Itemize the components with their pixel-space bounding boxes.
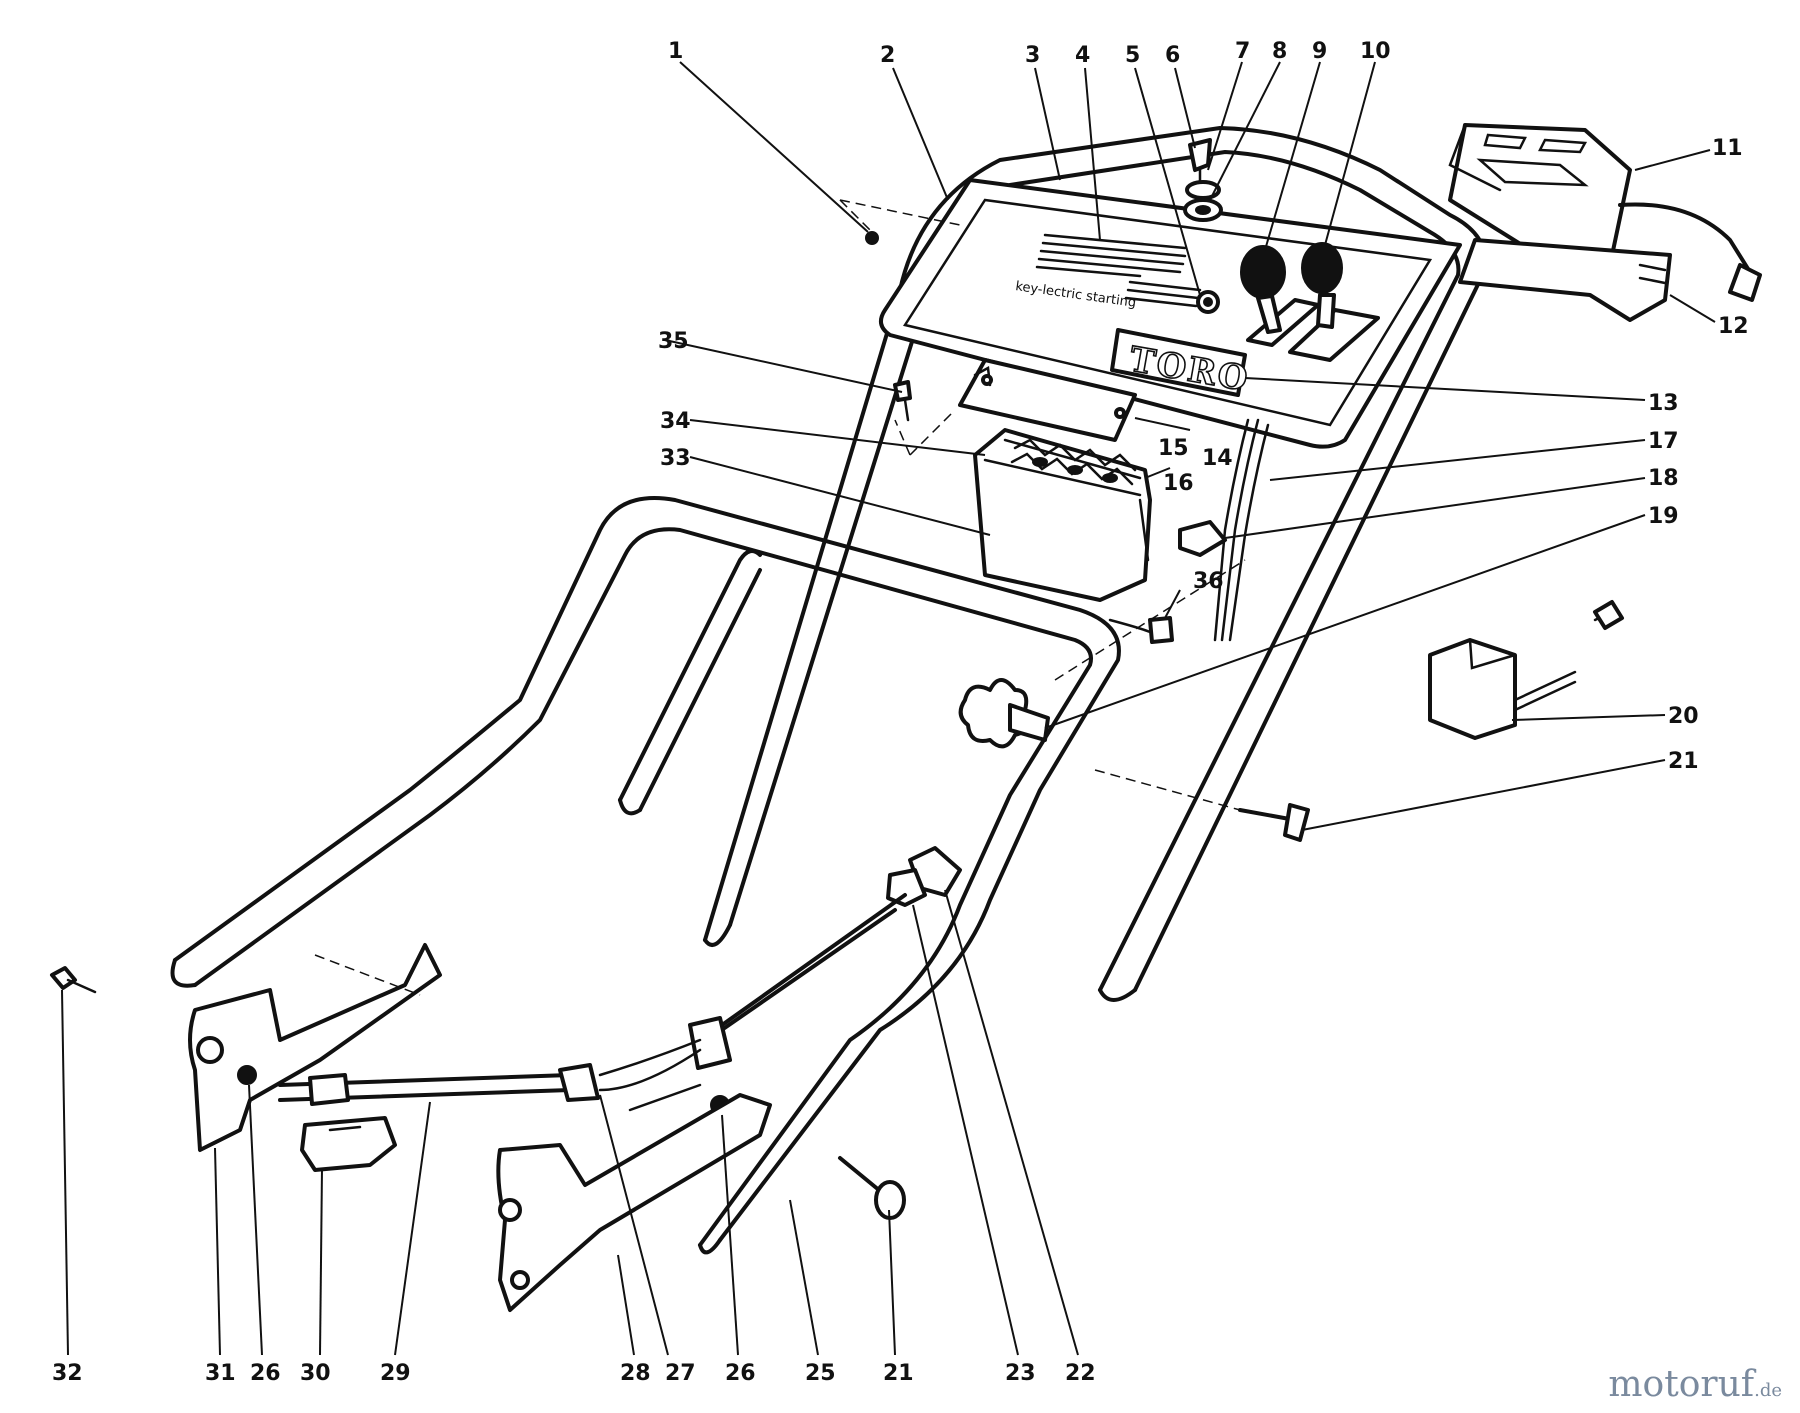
callout-15: 15 (1158, 436, 1189, 461)
lower-handle (170, 496, 1121, 1255)
wire-connector (1108, 616, 1174, 644)
charger-bracket (1458, 238, 1672, 322)
callout-10: 10 (1360, 39, 1391, 64)
cable-holder (300, 1116, 397, 1172)
callout-22: 22 (1065, 1361, 1096, 1386)
callout-23: 23 (1005, 1361, 1036, 1386)
callout-9: 9 (1312, 39, 1327, 64)
cable-clamp (886, 846, 962, 907)
cable-bundle (1213, 418, 1270, 642)
callout-1: 1 (668, 39, 683, 64)
battery (973, 428, 1152, 602)
carriage-bolt-upper (1238, 803, 1310, 842)
handle-knob (958, 678, 1050, 749)
watermark-text: motoruf (1608, 1364, 1755, 1405)
callout-25: 25 (805, 1361, 836, 1386)
callout-16: 16 (1163, 471, 1194, 496)
callout-29: 29 (380, 1361, 411, 1386)
assembly-lines (314, 199, 1246, 996)
callout-7: 7 (1235, 39, 1250, 64)
callout-35: 35 (658, 329, 689, 354)
callout-6: 6 (1165, 43, 1180, 68)
screw-1 (865, 231, 879, 245)
callout-3: 3 (1025, 43, 1040, 68)
control-panel: key-lectric starting TORO (879, 178, 1462, 449)
callout-4: 4 (1075, 43, 1090, 68)
lever-knob-left (1240, 245, 1286, 299)
callout-20: 20 (1668, 704, 1699, 729)
callout-33: 33 (660, 446, 691, 471)
callout-14: 14 (1202, 446, 1233, 471)
battery-holder (958, 358, 1137, 442)
callout-8: 8 (1272, 39, 1287, 64)
callout-31: 31 (205, 1361, 236, 1386)
watermark: motoruf.de (1608, 1364, 1782, 1405)
callout-12: 12 (1718, 314, 1749, 339)
callout-19: 19 (1648, 504, 1679, 529)
callout-26-right: 26 (725, 1361, 756, 1386)
screw-35 (893, 380, 912, 422)
callout-36: 36 (1193, 569, 1224, 594)
instruction-lines (1035, 233, 1202, 308)
lower-inner-tube (618, 549, 762, 816)
callout-28: 28 (620, 1361, 651, 1386)
callout-34: 34 (660, 409, 691, 434)
control-cable (278, 893, 907, 1112)
callout-13: 13 (1648, 391, 1679, 416)
watermark-suffix: .de (1754, 1380, 1782, 1401)
mounting-bracket-right (496, 1093, 772, 1312)
hex-nut-left (237, 1065, 257, 1085)
lever-knob-right (1301, 242, 1343, 294)
callout-17: 17 (1648, 429, 1679, 454)
callout-11: 11 (1712, 136, 1743, 161)
callout-numbers: 1 2 3 4 5 6 7 8 9 10 11 12 13 14 15 16 1… (52, 39, 1749, 1386)
screw-32 (50, 966, 97, 994)
mounting-bracket-left (188, 943, 442, 1152)
callout-30: 30 (300, 1361, 331, 1386)
callout-26-left: 26 (250, 1361, 281, 1386)
carriage-bolt-lower (838, 1156, 906, 1220)
callout-5: 5 (1125, 43, 1140, 68)
battery-charger (1448, 123, 1762, 302)
callout-18: 18 (1648, 466, 1679, 491)
rectifier-box (1428, 600, 1624, 740)
cable-clip (1178, 520, 1227, 557)
battery-cells (1010, 438, 1137, 486)
callout-21-lower: 21 (883, 1361, 914, 1386)
callout-21-upper: 21 (1668, 749, 1699, 774)
callout-2: 2 (880, 43, 895, 68)
callout-32: 32 (52, 1361, 83, 1386)
callout-27: 27 (665, 1361, 696, 1386)
brand-plate (1110, 328, 1247, 397)
leader-lines (61, 61, 1716, 1356)
